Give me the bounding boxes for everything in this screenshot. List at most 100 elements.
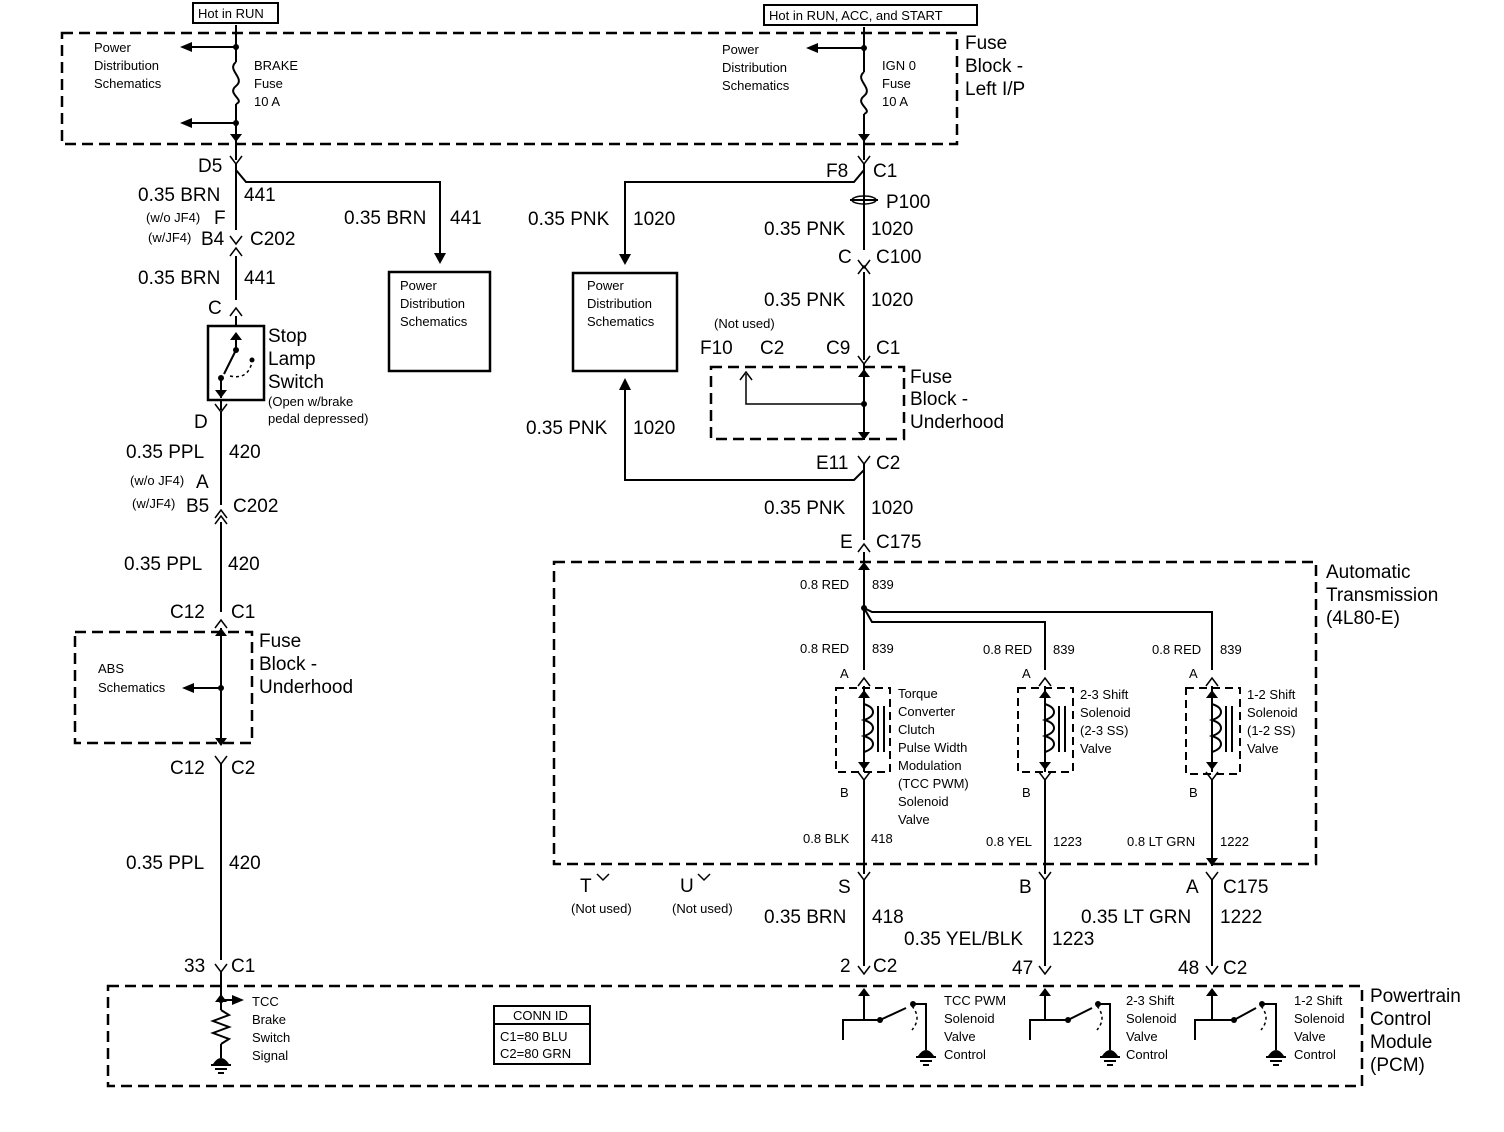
ss12-label-1: 1-2 Shift (1247, 687, 1296, 702)
ign0-fuse-label-1: IGN 0 (882, 58, 916, 73)
tcc-label-1: Torque (898, 686, 938, 701)
bottom-t: T (580, 876, 592, 897)
stop-lamp-switch (206, 324, 266, 402)
ign0-fuse (806, 27, 870, 160)
trans-839-2: 839 (1053, 642, 1075, 657)
right-1020-branch: 1020 (633, 209, 675, 230)
bottom-1223: 1223 (1052, 929, 1094, 950)
left-wo-jf4-1: (w/o JF4) (146, 210, 200, 225)
hot-in-run-acc-start-label: Hot in RUN, ACC, and START (763, 4, 978, 26)
left-pin-f: F (214, 208, 226, 229)
pcm-tcc-3: Valve (944, 1029, 976, 1044)
bottom-a: A (1186, 877, 1199, 898)
pcm-switch-12 (1194, 988, 1277, 1050)
pds-box-left-1: Power (400, 278, 438, 293)
pds-right-2: Distribution (722, 60, 787, 75)
ss12-label-4: Valve (1247, 741, 1279, 756)
brake-fuse-label-3: 10 A (254, 94, 280, 109)
pcm-ss23-3: Valve (1126, 1029, 1158, 1044)
bottom-p2: 2 (840, 956, 851, 977)
tcc-label-6: (TCC PWM) (898, 776, 969, 791)
bottom-p48: 48 (1178, 958, 1199, 979)
pds-right-1: Power (722, 42, 760, 57)
right-c1-1: C1 (873, 161, 897, 182)
stop-lamp-label-2: Lamp (268, 349, 316, 370)
left-c12-2: C12 (170, 758, 205, 779)
trans-839-main: 839 (872, 577, 894, 592)
trans-418: 418 (871, 831, 893, 846)
pcm-title-1: Powertrain (1370, 986, 1461, 1007)
trans-ltgrn: 0.8 LT GRN (1127, 834, 1195, 849)
trans-yel: 0.8 YEL (986, 834, 1032, 849)
fuse-block-underhood-right (709, 365, 906, 441)
pcm-title-3: Module (1370, 1032, 1432, 1053)
tcc-brake-1: TCC (252, 994, 279, 1009)
right-pnk-branch: 0.35 PNK (528, 209, 610, 230)
pds-left-1: Power (94, 40, 132, 55)
pcm-ss12-4: Control (1294, 1047, 1336, 1062)
abs-label-1: ABS (98, 661, 124, 676)
tcc-brake-3: Switch (252, 1030, 290, 1045)
left-441-2: 441 (244, 268, 276, 289)
fuse-uh-right-2: Block - (910, 389, 968, 410)
ss23-label-3: (2-3 SS) (1080, 723, 1128, 738)
ign0-fuse-label-2: Fuse (882, 76, 911, 91)
trans-839-3: 839 (1220, 642, 1242, 657)
left-pin-b5: B5 (186, 496, 209, 517)
bottom-p47: 47 (1012, 958, 1033, 979)
tcc-label-2: Converter (898, 704, 956, 719)
tcc-label-4: Pulse Width (898, 740, 967, 755)
left-ppl-1: 0.35 PPL (126, 442, 204, 463)
right-1020-return: 1020 (633, 418, 675, 439)
pcm-tcc-1: TCC PWM (944, 993, 1006, 1008)
pcm-brake-input (210, 994, 244, 1058)
left-pin-b4: B4 (201, 229, 225, 250)
tcc-label-3: Clutch (898, 722, 935, 737)
right-pnk-3: 0.35 PNK (764, 498, 846, 519)
left-pin-c: C (208, 298, 222, 319)
trans-pin-a-1: A (840, 666, 849, 681)
fuse-uh-right-1: Fuse (910, 367, 952, 388)
fuse-block-ip-label-3: Left I/P (965, 79, 1025, 100)
left-441-1: 441 (244, 185, 276, 206)
ground-icon-23 (1100, 1050, 1120, 1066)
ign0-fuse-label-3: 10 A (882, 94, 908, 109)
pcm-title-2: Control (1370, 1009, 1431, 1030)
stop-lamp-note-2: pedal depressed) (268, 411, 368, 426)
pds-left-3: Schematics (94, 76, 162, 91)
brake-fuse-label-1: BRAKE (254, 58, 298, 73)
automatic-transmission-boundary (552, 560, 1318, 866)
left-w-jf4-1: (w/JF4) (148, 230, 191, 245)
right-e11: E11 (816, 453, 848, 474)
left-w-jf4-2: (w/JF4) (132, 496, 175, 511)
left-c2: C2 (231, 758, 255, 779)
bottom-b: B (1019, 877, 1032, 898)
fuse-uh-left-1: Fuse (259, 631, 301, 652)
bottom-1222: 1222 (1220, 907, 1262, 928)
right-1020-3: 1020 (871, 498, 913, 519)
right-c100: C100 (876, 247, 921, 268)
conn-id-header: CONN ID (513, 1008, 568, 1023)
left-ppl-2: 0.35 PPL (124, 554, 202, 575)
left-c202-2: C202 (233, 496, 278, 517)
pcm-ss23-4: Control (1126, 1047, 1168, 1062)
bottom-not-used-t: (Not used) (571, 901, 632, 916)
pds-box-right (571, 271, 679, 373)
ss23-label-1: 2-3 Shift (1080, 687, 1129, 702)
right-not-used: (Not used) (714, 316, 775, 331)
right-1020-2: 1020 (871, 290, 913, 311)
pcm-title-4: (PCM) (1370, 1055, 1425, 1076)
pcm-tcc-4: Control (944, 1047, 986, 1062)
left-pin-a: A (196, 472, 209, 493)
bottom-c2-2: C2 (1223, 958, 1247, 979)
right-pin-c: C (838, 247, 852, 268)
pds-left-2: Distribution (94, 58, 159, 73)
pds-right-3: Schematics (722, 78, 790, 93)
trans-pin-b-3: B (1189, 785, 1198, 800)
right-c1-2: C1 (876, 338, 900, 359)
trans-red-2: 0.8 RED (983, 642, 1032, 657)
ss23-label-2: Solenoid (1080, 705, 1131, 720)
left-brn-branch: 0.35 BRN (344, 208, 426, 229)
bottom-brn: 0.35 BRN (764, 907, 846, 928)
pcm-ss23-2: Solenoid (1126, 1011, 1177, 1026)
